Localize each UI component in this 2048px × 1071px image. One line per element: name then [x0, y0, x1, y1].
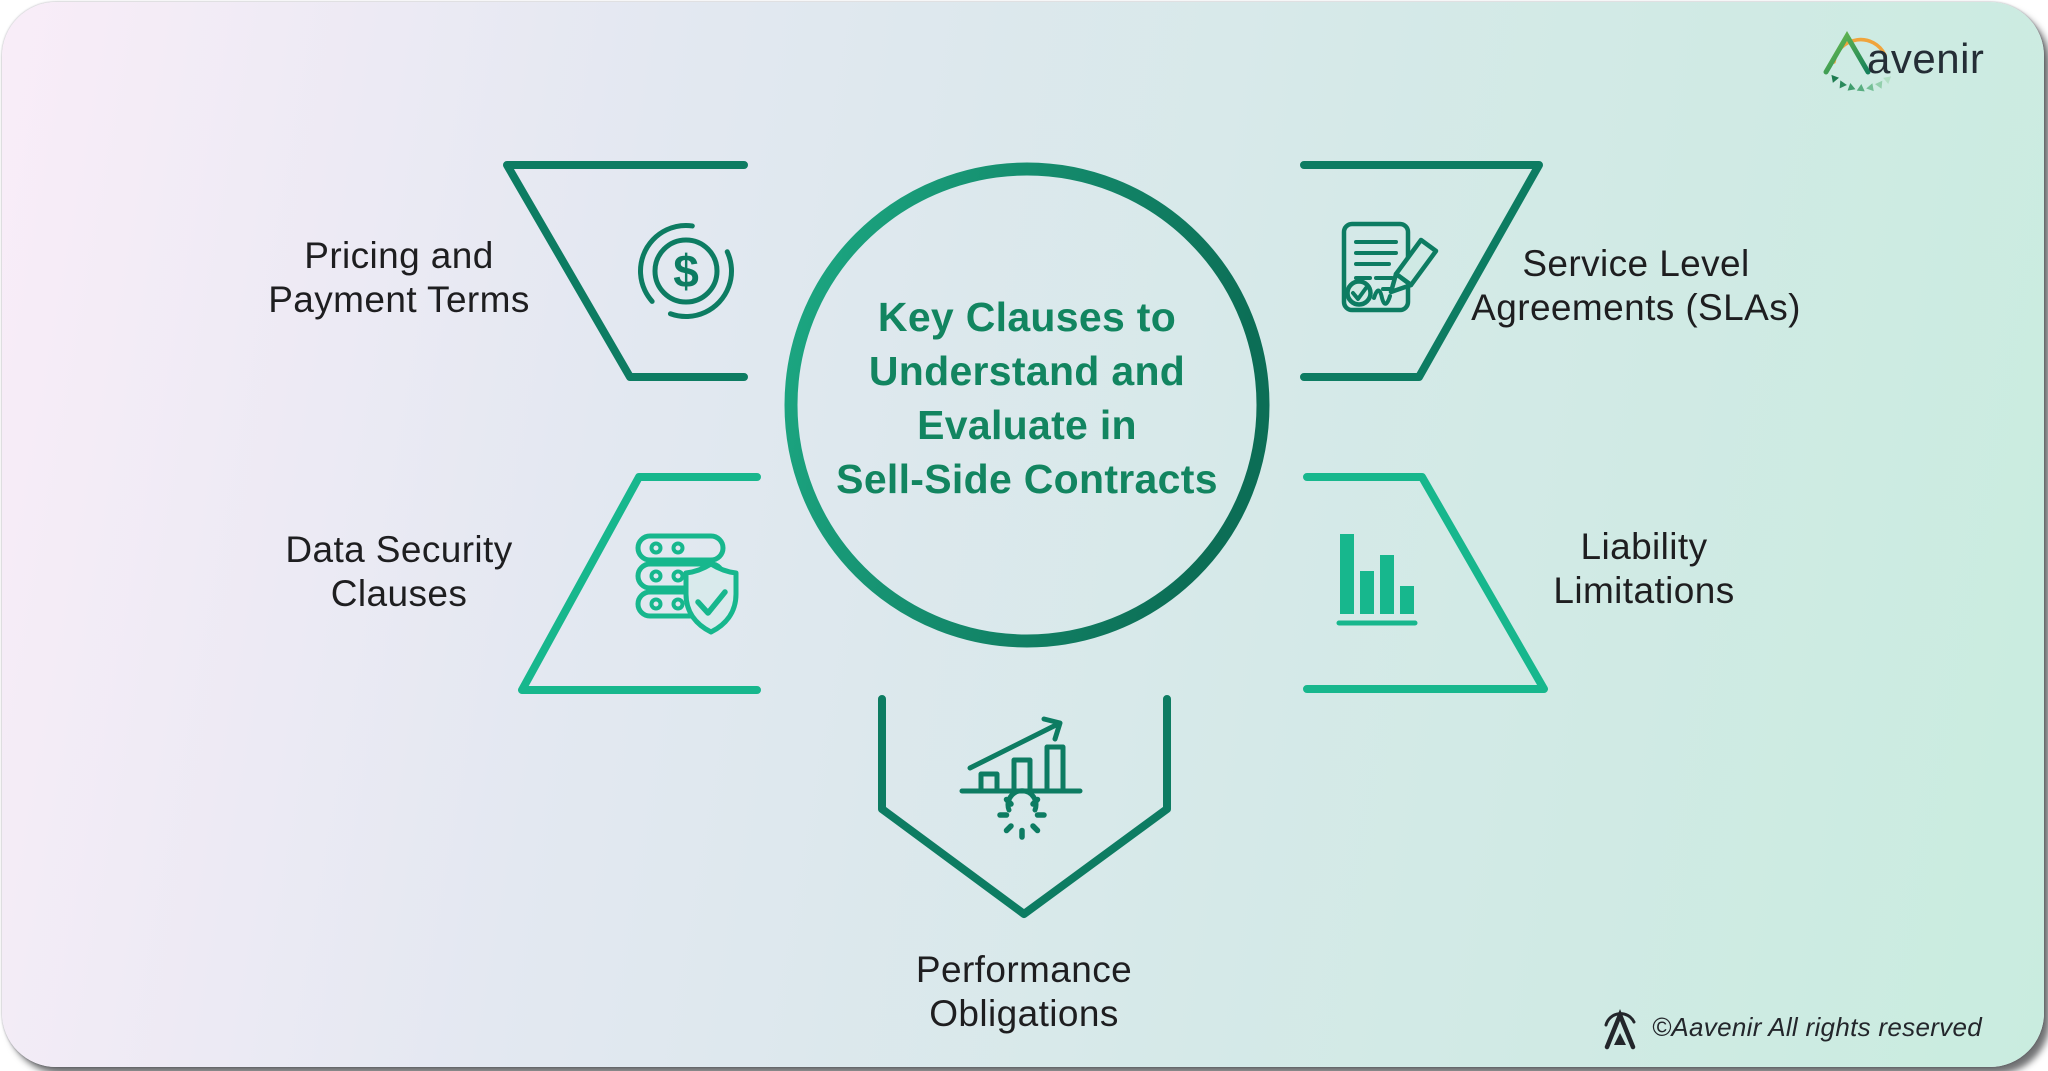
- copyright-text: ©Aavenir All rights reserved: [1651, 1011, 1982, 1042]
- label-line: Payment Terms: [268, 279, 530, 320]
- label-line: Limitations: [1553, 570, 1735, 611]
- server-shield-icon: [635, 533, 739, 635]
- label-line: Clauses: [330, 573, 468, 614]
- datasec-bracket-shape: [518, 473, 761, 694]
- bar-chart-icon: [1336, 534, 1418, 626]
- label-line: Agreements (SLAs): [1471, 287, 1801, 328]
- sla-bracket-shape: [1300, 161, 1543, 381]
- label-line: Pricing and: [304, 235, 494, 276]
- logo-triangle-swoosh: [1831, 74, 1892, 92]
- label-line: Obligations: [929, 993, 1119, 1034]
- aavenir-logo: avenir: [1823, 31, 1984, 92]
- contract-pen-icon: [1341, 221, 1439, 313]
- label-liability: Liability Limitations: [1444, 525, 1844, 613]
- liability-bracket-shape: [1303, 473, 1548, 693]
- pricing-bracket-shape: [503, 161, 748, 381]
- growth-gear-icon: [959, 716, 1083, 840]
- aavenir-mark-icon: [1604, 1009, 1636, 1050]
- label-line: Data Security: [285, 529, 513, 570]
- performance-pentagon-shape: [878, 695, 1171, 918]
- page-title: Key Clauses to Understand and Evaluate i…: [827, 290, 1227, 506]
- page-title-line: Sell-Side Contracts: [836, 456, 1218, 502]
- logo-wordmark: avenir: [1867, 35, 1984, 82]
- footer: ©Aavenir All rights reserved: [1600, 1003, 1982, 1051]
- dollar-coin-icon: $: [638, 223, 734, 319]
- center-circle: [784, 162, 1270, 648]
- svg-text:$: $: [673, 245, 699, 297]
- label-sla: Service Level Agreements (SLAs): [1436, 242, 1836, 330]
- label-pricing: Pricing and Payment Terms: [199, 234, 599, 322]
- page-title-line: Understand and: [868, 348, 1186, 394]
- label-line: Liability: [1580, 526, 1708, 567]
- label-data-security: Data Security Clauses: [199, 528, 599, 616]
- page-title-line: Evaluate in: [917, 402, 1137, 448]
- label-line: Performance: [915, 949, 1133, 990]
- label-line: Service Level: [1522, 243, 1750, 284]
- page-title-line: Key Clauses to: [877, 294, 1177, 340]
- logo-lambda-icon: [1823, 31, 1871, 75]
- label-performance: Performance Obligations: [824, 948, 1224, 1036]
